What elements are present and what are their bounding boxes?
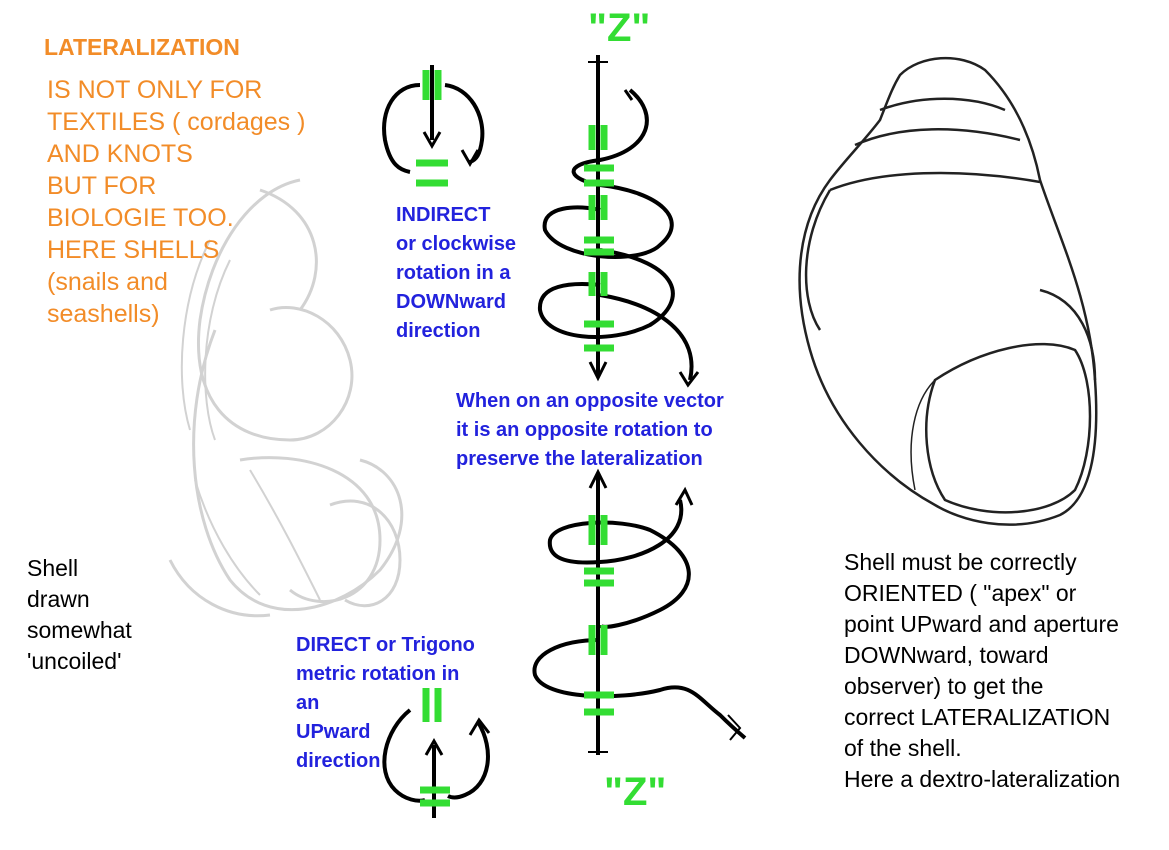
direct-rotation-label: DIRECT or Trigono metric rotation in an …	[296, 634, 475, 772]
uncoiled-shell-sketch	[168, 178, 404, 618]
opposite-vector-label: When on an opposite vector it is an oppo…	[456, 390, 724, 470]
counterclockwise-rotation-icon	[382, 688, 491, 818]
z-label-bottom: "Z"	[604, 770, 667, 814]
intro-text: IS NOT ONLY FOR TEXTILES ( cordages ) AN…	[47, 76, 306, 328]
uncoiled-shell-caption: Shell drawn somewhat 'uncoiled'	[27, 555, 132, 674]
indirect-rotation-label: INDIRECT or clockwise rotation in a DOWN…	[396, 204, 517, 342]
snail-shell-drawing	[798, 56, 1098, 526]
upward-helix-drawing	[532, 468, 747, 755]
downward-helix-drawing	[537, 55, 700, 388]
page-title: LATERALIZATION	[44, 34, 240, 60]
orientation-note: Shell must be correctly ORIENTED ( "apex…	[844, 549, 1121, 792]
clockwise-rotation-icon	[382, 65, 485, 187]
z-label-top: "Z"	[588, 6, 651, 50]
